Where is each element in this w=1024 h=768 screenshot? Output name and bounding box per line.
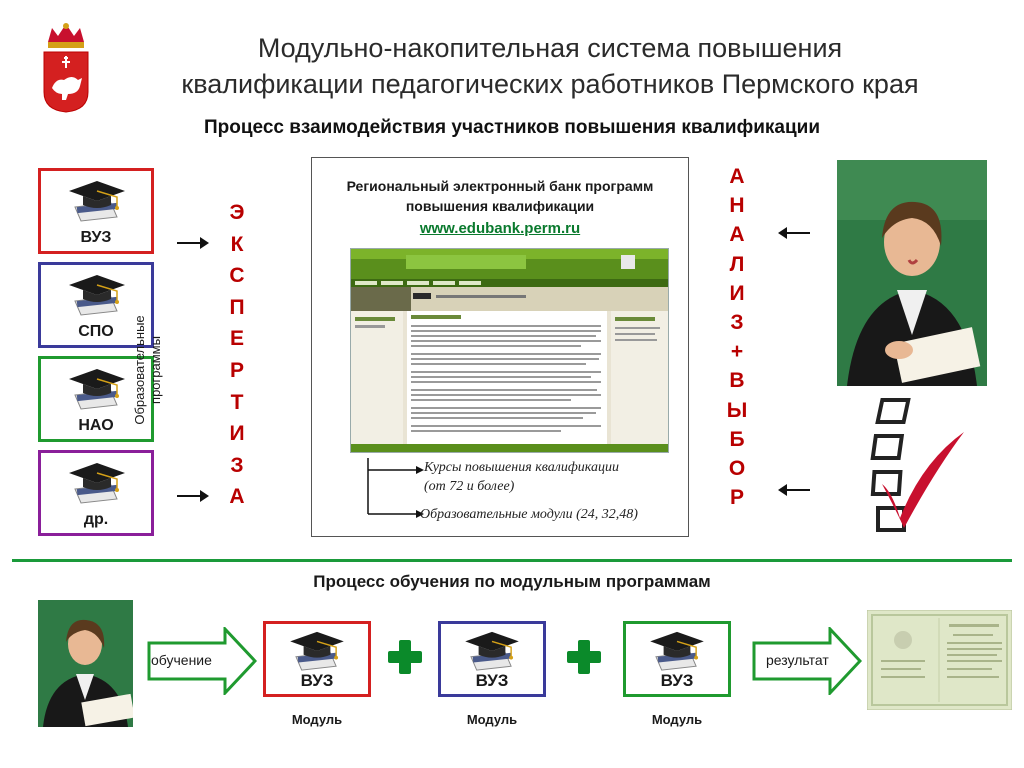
graduation-cap-icon xyxy=(648,628,706,677)
module-box-3: ВУЗ xyxy=(623,621,731,697)
vertical-letter: Е xyxy=(229,327,244,351)
courses-note: Курсы повышения квалификации (от 72 и бо… xyxy=(424,458,619,496)
certificate-image xyxy=(866,609,1013,711)
programs-vertical-label: Образовательные программы xyxy=(132,290,172,450)
module-institution-label: ВУЗ xyxy=(660,671,694,690)
vertical-letter: З xyxy=(230,453,244,477)
vertical-letter: А xyxy=(229,485,245,509)
arrow-left-top xyxy=(778,227,810,239)
bank-title-line-2: повышения квалификации xyxy=(405,198,595,214)
modules-note: Образовательные модули (24, 32,48) xyxy=(420,507,638,522)
website-screenshot xyxy=(350,248,669,453)
vertical-letter: З xyxy=(730,311,744,335)
result-arrow: результат xyxy=(752,627,862,695)
vertical-letter: Т xyxy=(230,390,244,414)
module-box-2: ВУЗ xyxy=(438,621,546,697)
institution-label: др. xyxy=(83,511,109,528)
module-caption: Модуль xyxy=(651,712,703,727)
bank-panel: Региональный электронный банк программ п… xyxy=(311,157,689,537)
graduation-cap-icon xyxy=(288,628,346,677)
page-title: Модульно-накопительная система повышения… xyxy=(110,30,990,102)
coat-of-arms-logo xyxy=(38,22,94,114)
institution-box-2: СПО xyxy=(38,262,154,348)
vertical-letter: А xyxy=(729,165,745,188)
vertical-letter: К xyxy=(230,232,244,256)
vertical-letter: О xyxy=(728,457,746,481)
module-box-1: ВУЗ xyxy=(263,621,371,697)
vertical-letter: Н xyxy=(729,194,745,218)
courses-line-1: Курсы повышения квалификации xyxy=(424,460,619,475)
section-divider xyxy=(12,559,1012,562)
bank-branch-arrows xyxy=(367,458,424,518)
vertical-letter: И xyxy=(229,422,245,446)
graduation-cap-icon xyxy=(67,365,127,416)
vertical-letter: Ы xyxy=(726,398,748,422)
institution-label: СПО xyxy=(78,323,114,340)
vertical-letter: А xyxy=(729,223,745,247)
institution-label: ВУЗ xyxy=(80,229,112,246)
training-label: обучение xyxy=(151,652,212,668)
learning-process-title: Процесс обучения по модульным программам xyxy=(313,572,711,591)
vertical-letter: П xyxy=(229,295,245,319)
graduation-cap-icon xyxy=(67,177,127,228)
institution-box-4: др. xyxy=(38,450,154,536)
result-label: результат xyxy=(766,652,829,668)
programs-label-text: Образовательные программы xyxy=(132,315,163,425)
plus-icon-2 xyxy=(567,640,601,674)
vertical-letter: Э xyxy=(229,201,245,224)
module-institution-label: ВУЗ xyxy=(300,671,334,690)
module-caption: Модуль xyxy=(291,712,343,727)
plus-icon-1 xyxy=(388,640,422,674)
bank-title: Региональный электронный банк программ п… xyxy=(312,176,688,216)
arrow-right-top xyxy=(177,237,209,249)
training-arrow: обучение xyxy=(147,627,257,695)
graduation-cap-icon xyxy=(67,459,127,510)
courses-line-2: (от 72 и более) xyxy=(424,479,515,494)
vertical-letter: С xyxy=(229,264,245,288)
vertical-letter: И xyxy=(729,281,745,305)
vertical-letter: Р xyxy=(729,486,744,510)
bank-title-line-1: Региональный электронный банк программ xyxy=(346,178,654,194)
module-institution-label: ВУЗ xyxy=(475,671,509,690)
vertical-letter: Р xyxy=(229,358,244,382)
module-caption: Модуль xyxy=(466,712,518,727)
vertical-letter: Б xyxy=(729,427,745,451)
vertical-letter: + xyxy=(730,340,744,364)
vertical-letter: В xyxy=(729,369,745,393)
page-subtitle: Процесс взаимодействия участников повыше… xyxy=(203,117,821,138)
teacher-photo xyxy=(837,160,987,386)
graduation-cap-icon xyxy=(67,271,127,322)
institution-box-3: НАО xyxy=(38,356,154,442)
bank-url-link[interactable]: www.edubank.perm.ru xyxy=(419,220,581,237)
arrow-left-bottom xyxy=(778,484,810,496)
title-line-2: квалификации педагогических работников П… xyxy=(181,69,919,99)
title-line-1: Модульно-накопительная система повышения xyxy=(257,33,843,63)
institution-box-1: ВУЗ xyxy=(38,168,154,254)
graduation-cap-icon xyxy=(463,628,521,677)
arrow-right-bottom xyxy=(177,490,209,502)
teacher-reading-photo xyxy=(38,600,133,727)
checklist-graphic xyxy=(852,392,972,542)
institution-label: НАО xyxy=(78,417,114,434)
vertical-letter: Л xyxy=(729,252,745,276)
